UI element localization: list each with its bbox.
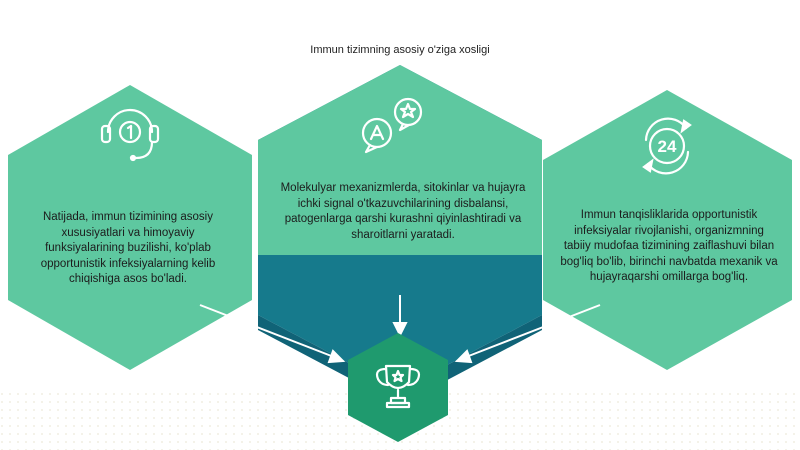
svg-text:24: 24 (658, 137, 677, 156)
center-block-text: Molekulyar mexanizmlerda, sitokinlar va … (280, 182, 526, 241)
star-chat-bubbles-icon (361, 97, 423, 154)
right-hexagon (543, 90, 792, 370)
center-hexagon (258, 65, 542, 405)
arrow-left-to-center (199, 304, 346, 364)
arrow-center-down (392, 295, 408, 338)
diagram-title: Immun tizimning asosiy o'ziga xosligi (310, 44, 490, 56)
right-block-text: Immun tanqisliklarida opportunistik infe… (560, 209, 778, 283)
headset-icon (100, 108, 160, 162)
left-hexagon (8, 85, 252, 370)
left-block-text: Natijada, immun tizimining asosiy xususi… (40, 211, 216, 285)
arrow-right-to-center (454, 304, 601, 364)
24-hours-icon: 24 (642, 117, 692, 175)
trophy-icon (375, 364, 421, 409)
